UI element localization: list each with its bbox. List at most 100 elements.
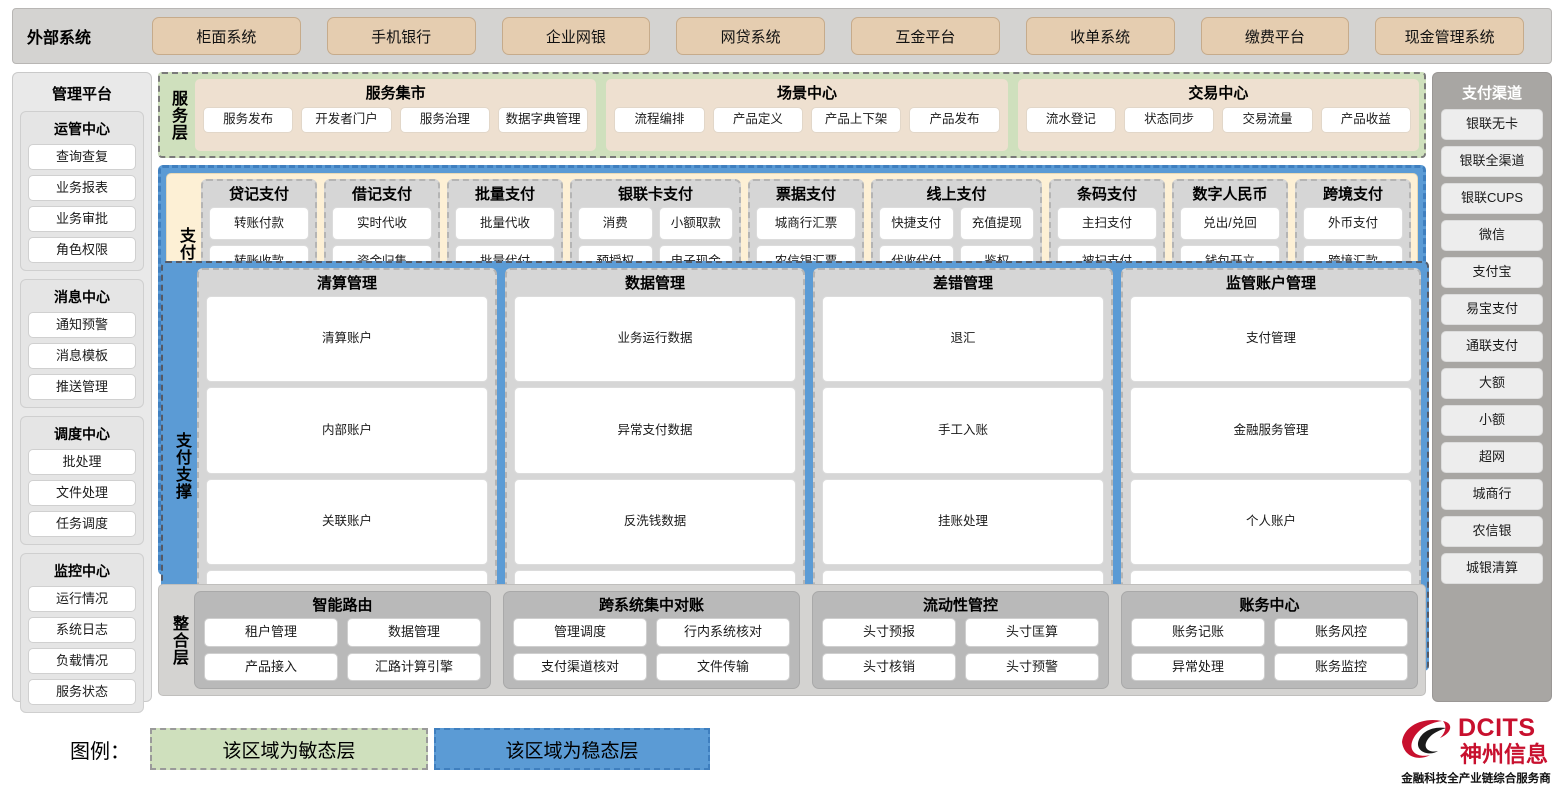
- service-item[interactable]: 交易流量: [1222, 107, 1313, 133]
- management-item[interactable]: 系统日志: [28, 617, 136, 643]
- payment-item[interactable]: 小额取款: [658, 207, 733, 241]
- external-system-chip[interactable]: 网贷系统: [676, 17, 825, 55]
- payment-item[interactable]: 主扫支付: [1057, 207, 1157, 241]
- service-item[interactable]: 服务发布: [203, 107, 294, 133]
- support-item[interactable]: 清算账户: [206, 296, 488, 383]
- payment-item[interactable]: 城商行汇票: [756, 207, 856, 241]
- management-item[interactable]: 消息模板: [28, 343, 136, 369]
- external-system-chip[interactable]: 互金平台: [851, 17, 1000, 55]
- payment-item[interactable]: 批量代收: [455, 207, 555, 241]
- management-item[interactable]: 批处理: [28, 449, 136, 475]
- integration-item[interactable]: 头寸预报: [822, 618, 956, 647]
- integration-item[interactable]: 账务风控: [1274, 618, 1408, 647]
- external-system-chip[interactable]: 缴费平台: [1200, 17, 1350, 55]
- service-item[interactable]: 产品发布: [909, 107, 1000, 133]
- service-item[interactable]: 服务治理: [399, 107, 490, 133]
- external-system-chip[interactable]: 柜面系统: [152, 17, 301, 55]
- integration-item[interactable]: 头寸预警: [965, 652, 1099, 681]
- payment-channel-item[interactable]: 银联全渠道: [1441, 146, 1543, 177]
- management-item[interactable]: 通知预警: [28, 312, 136, 338]
- support-item[interactable]: 关联账户: [206, 478, 488, 565]
- management-item[interactable]: 推送管理: [28, 374, 136, 400]
- management-item[interactable]: 任务调度: [28, 511, 136, 537]
- payment-channel-item[interactable]: 银联CUPS: [1441, 183, 1543, 214]
- payment-item[interactable]: 实时代收: [332, 207, 432, 241]
- payment-channel-item[interactable]: 超网: [1441, 442, 1543, 473]
- payment-channel-item[interactable]: 微信: [1441, 220, 1543, 251]
- management-item[interactable]: 角色权限: [28, 237, 136, 263]
- payment-channel-item[interactable]: 银联无卡: [1441, 109, 1543, 140]
- integration-item[interactable]: 账务监控: [1274, 652, 1408, 681]
- support-item[interactable]: 手工入账: [822, 387, 1104, 474]
- integration-item[interactable]: 租户管理: [204, 618, 338, 647]
- service-layer: 服务层 服务集市服务发布开发者门户服务治理数据字典管理场景中心流程编排产品定义产…: [158, 72, 1426, 158]
- support-item[interactable]: 退汇: [822, 296, 1104, 383]
- integration-item[interactable]: 数据管理: [347, 618, 481, 647]
- service-item[interactable]: 流水登记: [1025, 107, 1116, 133]
- support-item[interactable]: 内部账户: [206, 387, 488, 474]
- payment-item[interactable]: 快捷支付: [879, 207, 954, 241]
- support-item[interactable]: 异常支付数据: [514, 387, 796, 474]
- service-item[interactable]: 产品收益: [1320, 107, 1411, 133]
- support-group-title: 清算管理: [316, 275, 377, 292]
- payment-item[interactable]: 兑出/兑回: [1180, 207, 1280, 241]
- management-item[interactable]: 运行情况: [28, 586, 136, 612]
- payment-channel-item[interactable]: 大额: [1441, 368, 1543, 399]
- management-item[interactable]: 文件处理: [28, 480, 136, 506]
- payment-channel-item[interactable]: 小额: [1441, 405, 1543, 436]
- integration-item[interactable]: 汇路计算引擎: [347, 652, 481, 681]
- center-layers: 服务层 服务集市服务发布开发者门户服务治理数据字典管理场景中心流程编排产品定义产…: [158, 72, 1429, 702]
- management-group-title: 运管中心: [54, 121, 110, 137]
- support-item[interactable]: 反洗钱数据: [514, 478, 796, 565]
- integration-group-items: 管理调度行内系统核对支付渠道核对文件传输: [513, 618, 790, 681]
- integration-row: 租户管理数据管理: [204, 618, 481, 647]
- service-item[interactable]: 数据字典管理: [497, 107, 589, 133]
- payment-channel-item[interactable]: 农信银: [1441, 516, 1543, 547]
- payment-group-title: 数字人民币: [1192, 186, 1268, 203]
- service-group-items: 流程编排产品定义产品上下架产品发布: [614, 107, 1000, 144]
- service-item[interactable]: 开发者门户: [301, 107, 392, 133]
- external-systems-bar: 外部系统 柜面系统手机银行企业网银网贷系统互金平台收单系统缴费平台现金管理系统: [12, 8, 1552, 64]
- external-system-chip[interactable]: 手机银行: [326, 17, 476, 55]
- external-system-chip[interactable]: 现金管理系统: [1375, 17, 1524, 55]
- management-item[interactable]: 业务报表: [28, 175, 136, 201]
- service-item[interactable]: 产品定义: [712, 107, 803, 133]
- payment-item[interactable]: 充值提现: [959, 207, 1034, 241]
- management-item[interactable]: 查询查复: [28, 144, 136, 170]
- integration-item[interactable]: 头寸匡算: [965, 618, 1099, 647]
- integration-item[interactable]: 账务记账: [1131, 618, 1265, 647]
- integration-group-title: 账务中心: [1239, 597, 1300, 614]
- integration-item[interactable]: 支付渠道核对: [513, 652, 647, 681]
- payment-group-title: 银联卡支付: [617, 186, 693, 203]
- external-system-chip[interactable]: 收单系统: [1025, 17, 1175, 55]
- payment-channel-item[interactable]: 城银清算: [1441, 553, 1543, 584]
- integration-item[interactable]: 产品接入: [204, 652, 338, 681]
- external-system-chip[interactable]: 企业网银: [501, 17, 651, 55]
- support-item[interactable]: 业务运行数据: [514, 296, 796, 383]
- support-item[interactable]: 支付管理: [1130, 296, 1412, 383]
- payment-item[interactable]: 转账付款: [209, 207, 309, 241]
- payment-channel-item[interactable]: 支付宝: [1441, 257, 1543, 288]
- integration-item[interactable]: 文件传输: [656, 652, 790, 681]
- payment-item[interactable]: 外币支付: [1303, 207, 1403, 241]
- management-item[interactable]: 服务状态: [28, 679, 136, 705]
- integration-group-title: 流动性管控: [922, 597, 998, 614]
- support-group-title: 数据管理: [624, 275, 685, 292]
- payment-channel-item[interactable]: 城商行: [1441, 479, 1543, 510]
- service-item[interactable]: 流程编排: [614, 107, 705, 133]
- support-item[interactable]: 金融服务管理: [1130, 387, 1412, 474]
- service-item[interactable]: 产品上下架: [810, 107, 902, 133]
- integration-item[interactable]: 行内系统核对: [656, 618, 790, 647]
- payment-item[interactable]: 消费: [578, 207, 653, 241]
- management-item[interactable]: 负载情况: [28, 648, 136, 674]
- payment-channel-item[interactable]: 通联支付: [1441, 331, 1543, 362]
- support-item[interactable]: 个人账户: [1130, 478, 1412, 565]
- integration-item[interactable]: 管理调度: [513, 618, 647, 647]
- payment-channel-item[interactable]: 易宝支付: [1441, 294, 1543, 325]
- service-item[interactable]: 状态同步: [1123, 107, 1215, 133]
- integration-item[interactable]: 头寸核销: [822, 652, 956, 681]
- integration-item[interactable]: 异常处理: [1131, 652, 1265, 681]
- service-group-title: 场景中心: [776, 85, 837, 102]
- management-item[interactable]: 业务审批: [28, 206, 136, 232]
- support-item[interactable]: 挂账处理: [822, 478, 1104, 565]
